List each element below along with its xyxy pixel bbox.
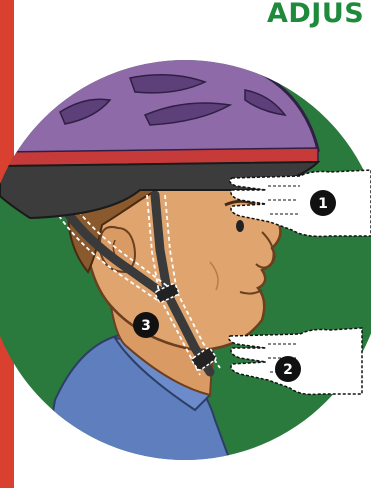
eye	[236, 220, 244, 232]
callout-badge-1: 1	[310, 190, 336, 216]
callout-number: 2	[283, 362, 293, 378]
callout-badge-3: 3	[133, 312, 159, 338]
callout-number: 1	[318, 196, 328, 212]
callout-badge-2: 2	[275, 356, 301, 382]
callout-number: 3	[141, 318, 151, 334]
